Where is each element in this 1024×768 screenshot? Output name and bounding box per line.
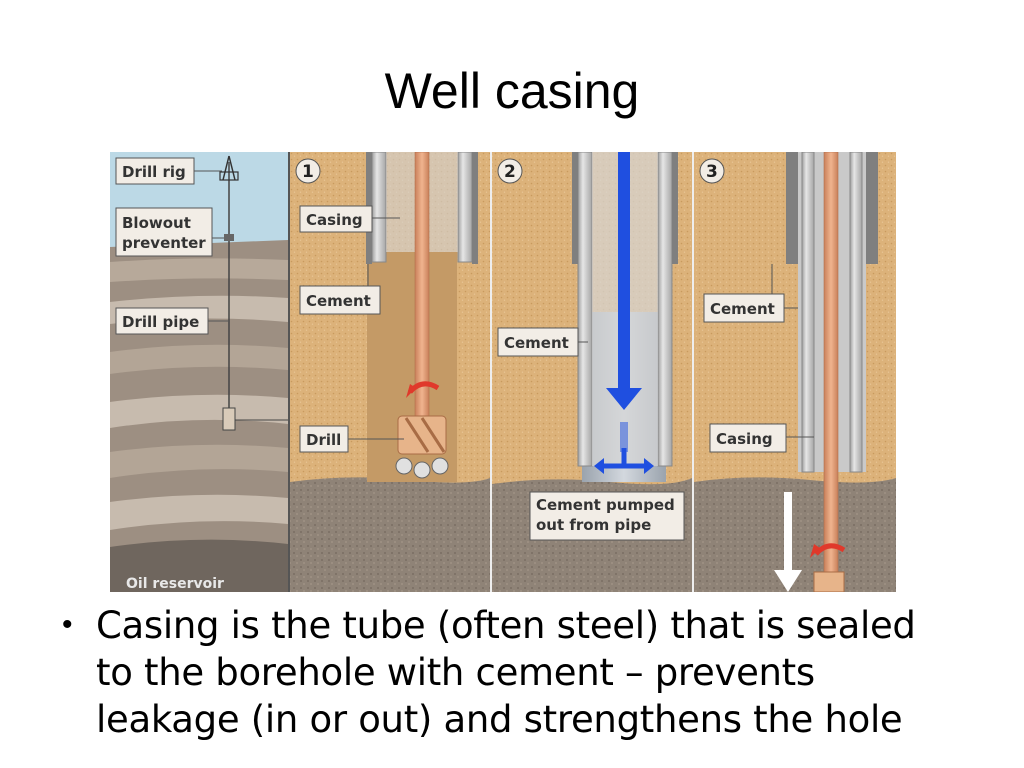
svg-text:Drill: Drill <box>306 431 341 449</box>
panel-3: 3 Cement Casing <box>694 152 896 592</box>
label-cement-2: Cement <box>497 327 588 357</box>
rotation-arrow-icon <box>814 543 846 556</box>
label-casing-1: Casing <box>299 205 400 233</box>
bullet-text: Casing is the tube (often steel) that is… <box>96 604 916 741</box>
svg-text:Cement: Cement <box>710 300 775 318</box>
panel-2-number: 2 <box>504 162 516 182</box>
panel-2: 2 Cement Cement pumped out from pipe <box>492 152 692 592</box>
cement-flow-arrow-icon <box>594 152 654 474</box>
label-cement-1: Cement <box>299 264 381 315</box>
panel-1: 1 Casing Cement Drill <box>290 152 490 592</box>
label-blowout-preventer: Blowout preventer <box>115 207 224 257</box>
blowout-preventer-icon <box>224 234 234 241</box>
downward-arrow-icon <box>774 492 802 592</box>
label-drill-pipe: Drill pipe <box>115 307 229 335</box>
bullet-marker: • <box>62 608 73 641</box>
label-drill: Drill <box>299 425 404 453</box>
drill-bit-icon <box>395 415 449 479</box>
bullet-item: • Casing is the tube (often steel) that … <box>62 602 962 743</box>
svg-text:Drill pipe: Drill pipe <box>122 313 199 331</box>
label-drill-rig: Drill rig <box>115 157 222 185</box>
svg-text:Cement: Cement <box>504 334 569 352</box>
left-panel-overview: Drill rig Blowout preventer Drill pipe O… <box>110 152 288 592</box>
label-cement-pumped: Cement pumped out from pipe <box>529 491 685 541</box>
panel-1-number: 1 <box>302 162 314 182</box>
svg-text:Cement pumped: Cement pumped <box>536 496 675 514</box>
label-oil-reservoir: Oil reservoir <box>126 576 224 592</box>
svg-text:Drill rig: Drill rig <box>122 163 186 181</box>
drill-rig-icon <box>219 155 239 181</box>
label-cement-3: Cement <box>703 264 798 323</box>
slide-title: Well casing <box>384 63 640 119</box>
label-casing-3: Casing <box>709 423 814 453</box>
svg-text:Casing: Casing <box>716 430 773 448</box>
svg-text:Cement: Cement <box>306 292 371 310</box>
well-casing-diagram: Drill rig Blowout preventer Drill pipe O… <box>110 152 896 592</box>
svg-text:Casing: Casing <box>306 211 363 229</box>
svg-text:out from pipe: out from pipe <box>536 516 651 534</box>
svg-text:preventer: preventer <box>122 234 206 252</box>
svg-text:Blowout: Blowout <box>122 214 191 232</box>
panel-3-number: 3 <box>706 162 718 182</box>
